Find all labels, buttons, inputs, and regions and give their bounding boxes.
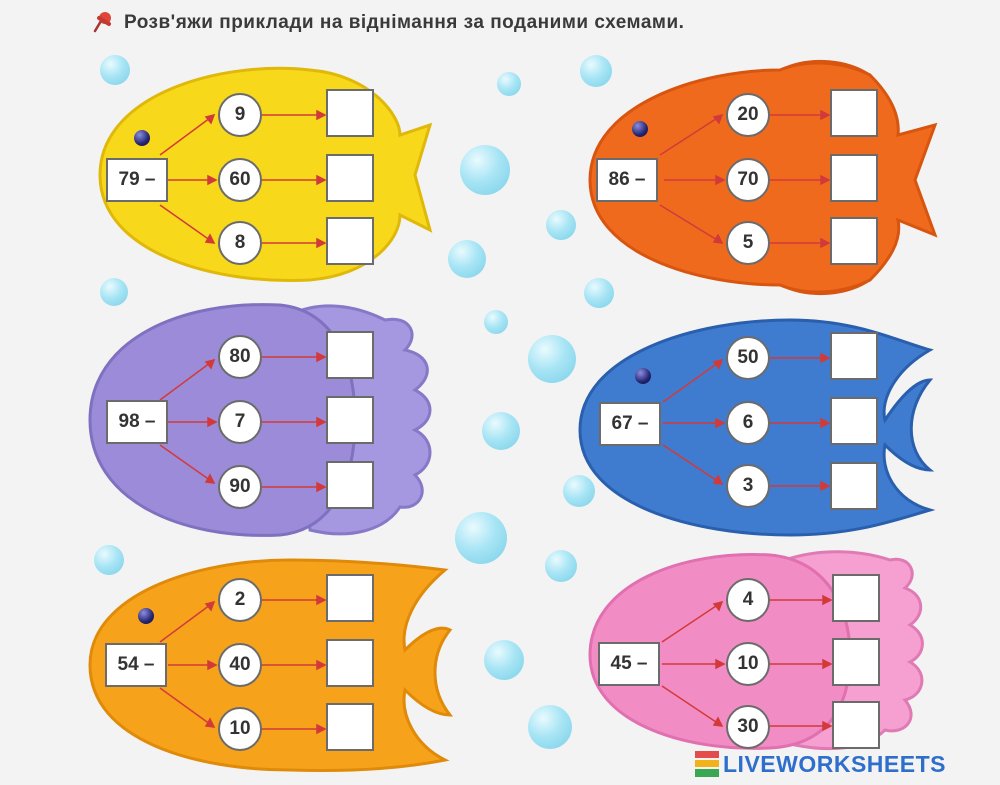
answer-input[interactable]: [830, 154, 878, 202]
minuend-box: 86 –: [596, 158, 658, 202]
subtrahend-circle: 20: [726, 93, 770, 137]
bubble: [563, 475, 595, 507]
answer-input[interactable]: [326, 89, 374, 137]
fish-pink: 45 – 4 10 30: [580, 540, 940, 755]
minuend-box: 98 –: [106, 400, 168, 444]
fish-eye: [632, 121, 648, 137]
bubble: [528, 705, 572, 749]
bubble: [482, 412, 520, 450]
subtrahend-circle: 7: [218, 400, 262, 444]
minuend-box: 79 –: [106, 158, 168, 202]
subtrahend-circle: 10: [726, 642, 770, 686]
bubble: [100, 55, 130, 85]
bubble: [484, 310, 508, 334]
fish-yellow: 79 – 9 60 8: [80, 55, 440, 285]
bubble: [455, 512, 507, 564]
answer-input[interactable]: [832, 701, 880, 749]
answer-input[interactable]: [830, 217, 878, 265]
subtrahend-circle: 6: [726, 401, 770, 445]
fish-orange: 54 – 2 40 10: [85, 550, 465, 775]
minuend-box: 54 –: [105, 643, 167, 687]
subtrahend-circle: 50: [726, 336, 770, 380]
fish-eye: [635, 368, 651, 384]
bubble: [460, 145, 510, 195]
bubble: [580, 55, 612, 87]
subtrahend-circle: 70: [726, 158, 770, 202]
subtrahend-circle: 4: [726, 578, 770, 622]
fish-orange-red: 86 – 20 70 5: [580, 55, 950, 300]
fish-eye: [138, 608, 154, 624]
bubble: [94, 545, 124, 575]
bubble: [100, 278, 128, 306]
answer-input[interactable]: [326, 574, 374, 622]
answer-input[interactable]: [326, 396, 374, 444]
subtrahend-circle: 60: [218, 158, 262, 202]
fish-blue: 67 – 50 6 3: [575, 310, 950, 540]
brand-watermark: LIVEWORKSHEETS: [695, 750, 946, 778]
subtrahend-circle: 3: [726, 464, 770, 508]
answer-input[interactable]: [830, 462, 878, 510]
pushpin-icon: [93, 12, 111, 33]
minuend-box: 45 –: [598, 642, 660, 686]
answer-input[interactable]: [326, 461, 374, 509]
liveworksheets-logo-icon: [695, 751, 719, 777]
bubble: [484, 640, 524, 680]
subtrahend-circle: 40: [218, 643, 262, 687]
answer-input[interactable]: [830, 89, 878, 137]
subtrahend-circle: 80: [218, 335, 262, 379]
subtrahend-circle: 5: [726, 221, 770, 265]
answer-input[interactable]: [832, 574, 880, 622]
bubble: [448, 240, 486, 278]
instruction-text: Розв'яжи приклади на віднімання за подан…: [124, 12, 685, 33]
bubble: [497, 72, 521, 96]
answer-input[interactable]: [832, 638, 880, 686]
fish-eye: [134, 130, 150, 146]
subtrahend-circle: 8: [218, 221, 262, 265]
bubble: [528, 335, 576, 383]
answer-input[interactable]: [830, 332, 878, 380]
subtrahend-circle: 2: [218, 578, 262, 622]
bubble: [546, 210, 576, 240]
subtrahend-circle: 10: [218, 707, 262, 751]
answer-input[interactable]: [326, 703, 374, 751]
answer-input[interactable]: [326, 639, 374, 687]
instruction-header: Розв'яжи приклади на віднімання за подан…: [92, 8, 812, 38]
minuend-box: 67 –: [599, 402, 661, 446]
answer-input[interactable]: [326, 331, 374, 379]
bubble: [584, 278, 614, 308]
answer-input[interactable]: [326, 217, 374, 265]
answer-input[interactable]: [830, 397, 878, 445]
answer-input[interactable]: [326, 154, 374, 202]
fish-purple: 98 – 80 7 90: [80, 295, 440, 545]
subtrahend-circle: 30: [726, 705, 770, 749]
subtrahend-circle: 90: [218, 465, 262, 509]
subtrahend-circle: 9: [218, 93, 262, 137]
bubble: [545, 550, 577, 582]
brand-text: LIVEWORKSHEETS: [723, 750, 946, 777]
